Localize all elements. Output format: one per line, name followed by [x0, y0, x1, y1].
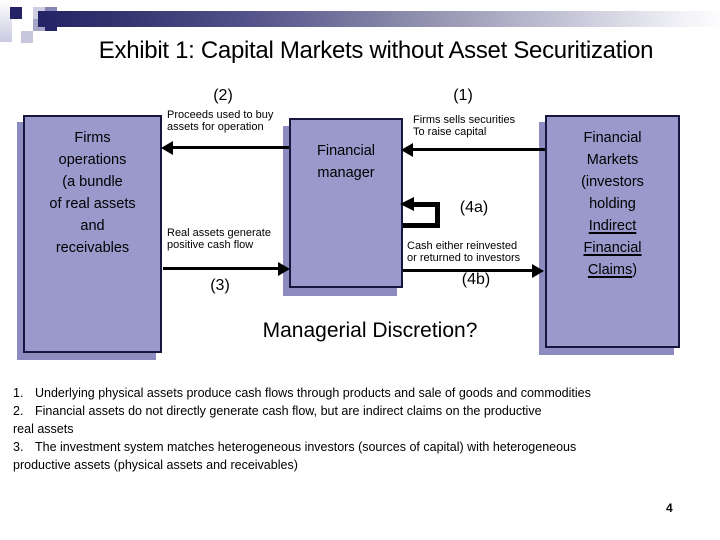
financial-markets-box: Financial Markets (investors holding Ind…: [545, 115, 680, 348]
markets-box-line-underlined: Indirect: [588, 218, 637, 234]
firms-operations-box: Firms operations (a bundle of real asset…: [23, 115, 162, 353]
arrow-1-line: [412, 148, 545, 151]
note-line-4: 3.The investment system matches heteroge…: [13, 440, 577, 454]
decor-square-light-2: [21, 31, 33, 43]
firms-box-line: operations: [58, 152, 127, 168]
caption-securities: Firms sells securities To raise capital: [413, 114, 516, 138]
page-title: Exhibit 1: Capital Markets without Asset…: [98, 37, 654, 64]
arrow-4a-bottom-segment: [403, 223, 440, 228]
arrow-1-head-left-icon: [401, 143, 413, 157]
arrow-4a-right-segment: [435, 202, 440, 228]
firms-box-line: (a bundle: [62, 174, 123, 190]
note-line-1: 1.Underlying physical assets produce cas…: [13, 386, 591, 400]
manager-box-line: manager: [317, 165, 375, 181]
flow-label-1: (1): [453, 87, 473, 104]
flow-label-4a: (4a): [459, 199, 489, 216]
decor-square-dark-1: [10, 7, 22, 19]
markets-box-line: (investors: [581, 174, 644, 190]
flow-label-4b: (4b): [461, 271, 491, 288]
arrow-4b-line: [403, 269, 534, 272]
decor-left-strip: [0, 0, 12, 42]
decor-gradient-bar: [38, 11, 720, 27]
markets-box-line: Markets: [586, 152, 639, 168]
firms-box-line: receivables: [55, 240, 130, 256]
arrow-2-line: [172, 146, 289, 149]
caption-proceeds: Proceeds used to buy assets for operatio…: [167, 109, 274, 133]
note-line-5: productive assets (physical assets and r…: [13, 458, 298, 472]
caption-real-assets: Real assets generate positive cash flow: [167, 227, 271, 251]
markets-box-line: Financial: [583, 130, 642, 146]
markets-box-line-underlined: Financial: [583, 240, 642, 256]
markets-box-line: holding: [589, 196, 636, 212]
arrow-3-head-right-icon: [278, 262, 290, 276]
arrow-2-head-left-icon: [161, 141, 173, 155]
arrow-3-line: [163, 267, 280, 270]
financial-manager-box: Financial manager: [289, 118, 403, 288]
arrow-4a-head-left-icon: [400, 197, 414, 211]
note-line-2: 2.Financial assets do not directly gener…: [13, 404, 542, 418]
managerial-discretion-question: Managerial Discretion?: [262, 319, 478, 342]
caption-cash: Cash either reinvested or returned to in…: [407, 240, 521, 264]
manager-box-line: Financial: [316, 143, 376, 159]
firms-box-line: Firms: [74, 130, 111, 146]
flow-label-2: (2): [213, 87, 233, 104]
markets-box-line-underlined: Claims): [587, 262, 638, 278]
flow-label-3: (3): [210, 277, 230, 294]
arrow-4b-head-right-icon: [532, 264, 544, 278]
firms-box-line: of real assets: [49, 196, 136, 212]
firms-box-line: and: [80, 218, 105, 234]
page-number: 4: [666, 501, 673, 515]
notes-list: 1.Underlying physical assets produce cas…: [13, 384, 591, 474]
note-line-3: real assets: [13, 422, 74, 436]
arrow-4a-top-segment: [414, 202, 440, 207]
